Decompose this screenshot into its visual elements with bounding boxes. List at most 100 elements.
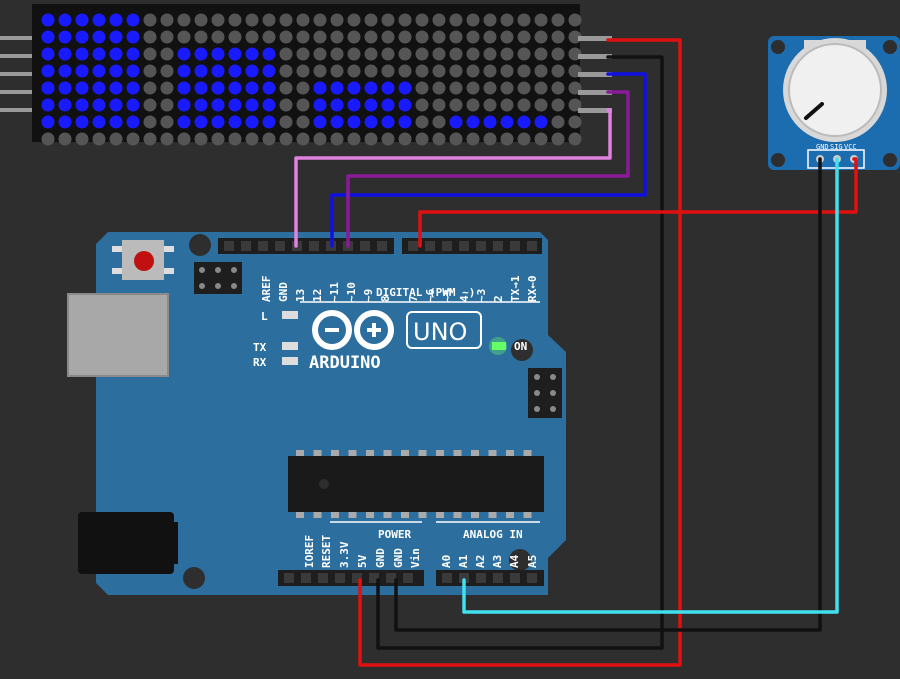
matrix-led <box>126 81 140 95</box>
usb-port[interactable] <box>68 294 168 376</box>
header-pin[interactable] <box>527 241 537 251</box>
header-pin[interactable] <box>360 241 370 251</box>
matrix-led <box>143 64 157 78</box>
matrix-led <box>432 81 446 95</box>
pot-knob[interactable] <box>788 43 882 137</box>
matrix-led <box>534 47 548 61</box>
header-pin[interactable] <box>493 241 503 251</box>
header-pin[interactable] <box>386 573 396 583</box>
matrix-led <box>466 64 480 78</box>
matrix-led <box>313 81 327 95</box>
header-pin[interactable] <box>275 241 285 251</box>
header-pin[interactable] <box>352 573 362 583</box>
matrix-led <box>228 47 242 61</box>
pin-label: RX←0 <box>526 276 539 303</box>
header-pin[interactable] <box>369 573 379 583</box>
header-pin[interactable] <box>425 241 435 251</box>
matrix-led <box>92 64 106 78</box>
header-pin[interactable] <box>258 241 268 251</box>
header-pin[interactable] <box>459 241 469 251</box>
header-pin[interactable] <box>408 241 418 251</box>
header-pin[interactable] <box>403 573 413 583</box>
header-pin[interactable] <box>284 573 294 583</box>
pin-label: 2 <box>492 295 505 302</box>
reset-button[interactable] <box>134 251 154 271</box>
matrix-led <box>41 98 55 112</box>
header-pin[interactable] <box>301 573 311 583</box>
matrix-led <box>296 30 310 44</box>
matrix-led <box>296 81 310 95</box>
header-pin[interactable] <box>318 573 328 583</box>
wire-blue-din <box>330 72 647 248</box>
matrix-led <box>279 81 293 95</box>
header-pin[interactable] <box>527 573 537 583</box>
header-pin[interactable] <box>459 573 469 583</box>
matrix-led <box>449 30 463 44</box>
matrix-led <box>568 115 582 129</box>
power-label: POWER <box>378 528 411 541</box>
matrix-led <box>228 132 242 146</box>
matrix-led <box>228 115 242 129</box>
header-pin[interactable] <box>493 573 503 583</box>
matrix-led <box>143 30 157 44</box>
matrix-led <box>347 47 361 61</box>
potentiometer-module[interactable]: GND SIG VCC <box>768 36 900 170</box>
matrix-led <box>534 81 548 95</box>
pin-label: GND <box>277 282 290 302</box>
header-pin[interactable] <box>476 241 486 251</box>
matrix-led <box>330 81 344 95</box>
header-pin[interactable] <box>442 241 452 251</box>
pot-mount-hole <box>771 40 785 54</box>
matrix-led <box>109 132 123 146</box>
header-pin[interactable] <box>377 241 387 251</box>
matrix-led <box>517 81 531 95</box>
matrix-led <box>58 115 72 129</box>
pin-label: 8 <box>379 295 392 302</box>
led-matrix-module[interactable] <box>0 4 612 146</box>
matrix-led <box>347 81 361 95</box>
matrix-led <box>194 115 208 129</box>
wire-red-vcc-matrix <box>358 38 682 667</box>
matrix-led <box>551 30 565 44</box>
pin-label: TX→1 <box>509 275 522 302</box>
matrix-led <box>143 115 157 129</box>
pin-label: AREF <box>260 276 273 303</box>
pin-label: 13 <box>294 289 307 302</box>
matrix-left-pins <box>0 36 34 112</box>
matrix-led <box>109 98 123 112</box>
matrix-led <box>160 47 174 61</box>
matrix-led <box>143 13 157 27</box>
matrix-led <box>347 98 361 112</box>
power-jack[interactable] <box>78 512 174 574</box>
matrix-led <box>160 13 174 27</box>
matrix-led <box>330 64 344 78</box>
matrix-led <box>126 13 140 27</box>
matrix-led <box>415 64 429 78</box>
on-label: ON <box>514 340 527 353</box>
matrix-led <box>160 64 174 78</box>
header-pin[interactable] <box>309 241 319 251</box>
header-pin[interactable] <box>510 241 520 251</box>
matrix-led <box>279 13 293 27</box>
power-pin-row[interactable] <box>284 573 413 583</box>
arduino-logo-icon <box>312 310 394 350</box>
header-pin[interactable] <box>335 573 345 583</box>
power-led <box>492 342 506 350</box>
header-pin[interactable] <box>510 573 520 583</box>
pin-label: 3.3V <box>338 541 351 568</box>
header-pin[interactable] <box>476 573 486 583</box>
pot-mount-hole <box>883 153 897 167</box>
matrix-led <box>92 30 106 44</box>
header-pin[interactable] <box>241 241 251 251</box>
matrix-led <box>296 13 310 27</box>
pin-label: 5V <box>356 554 369 568</box>
matrix-led <box>75 132 89 146</box>
matrix-led <box>279 98 293 112</box>
matrix-led <box>109 64 123 78</box>
header-pin[interactable] <box>224 241 234 251</box>
matrix-led <box>381 13 395 27</box>
analog-pin-row[interactable] <box>442 573 537 583</box>
header-pin[interactable] <box>442 573 452 583</box>
matrix-led <box>126 115 140 129</box>
